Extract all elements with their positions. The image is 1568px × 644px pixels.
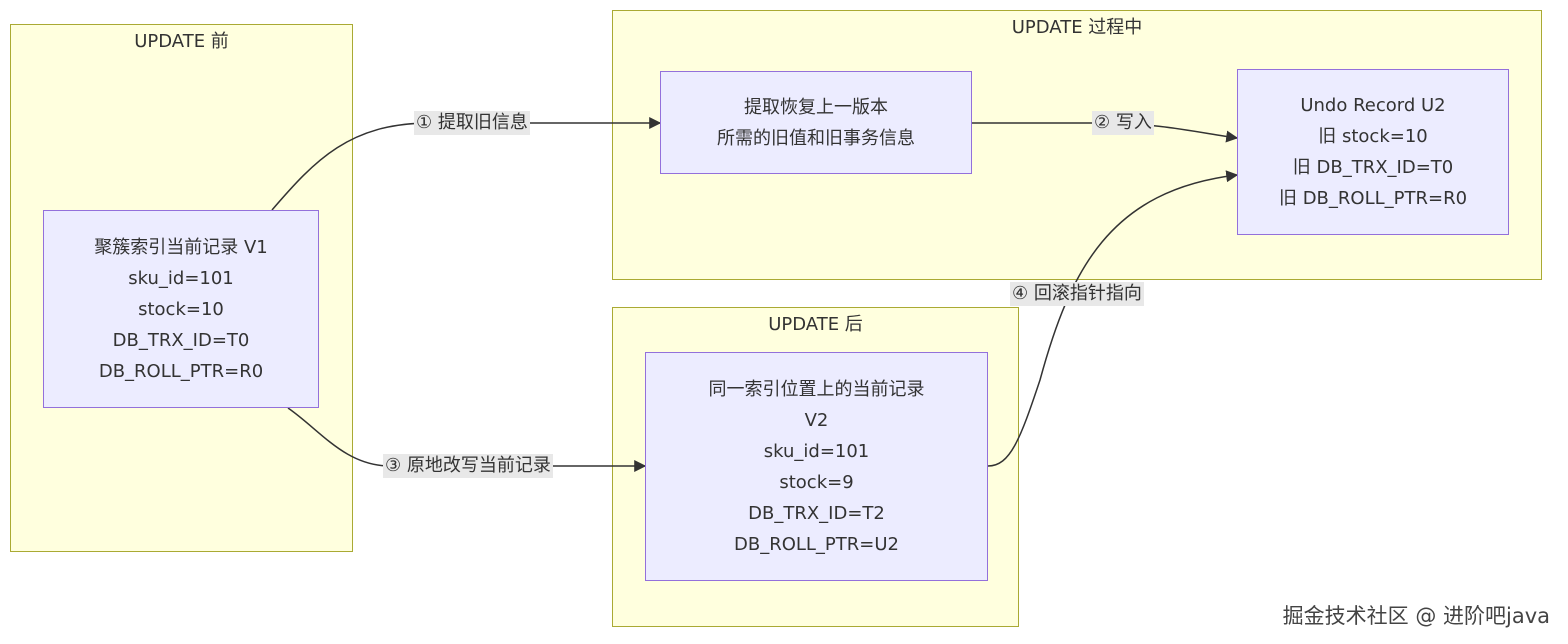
node-new-record-text: 同一索引位置上的当前记录 V2 sku_id=101 stock=9 DB_TR… (709, 374, 925, 560)
node-line: sku_id=101 (763, 440, 870, 462)
edge-label-extract-old-info: ① 提取旧信息 (414, 111, 530, 135)
node-line: 旧 stock=10 (1318, 126, 1428, 147)
node-line: 旧 DB_ROLL_PTR=R0 (1278, 188, 1468, 209)
node-line: 聚簇索引当前记录 V1 (94, 236, 268, 258)
edge-extract-old-info (271, 117, 662, 211)
edge-label-rollback-pointer: ④ 回滚指针指向 (1010, 282, 1144, 306)
watermark: 掘金技术社区 @ 进阶吧java (1282, 604, 1550, 628)
node-line: 提取恢复上一版本 (744, 96, 888, 118)
node-extract-values-text: 提取恢复上一版本 所需的旧值和旧事务信息 (717, 92, 915, 154)
subgraph-title-after: UPDATE 后 (768, 314, 863, 335)
node-line: sku_id=101 (128, 267, 234, 289)
node-clustered-record-text: 聚簇索引当前记录 V1 sku_id=101 stock=10 DB_TRX_I… (94, 232, 268, 387)
edge-label-write: ② 写入 (1092, 111, 1154, 135)
node-line: 同一索引位置上的当前记录 (708, 378, 925, 400)
node-undo-record-text: Undo Record U2 旧 stock=10 旧 DB_TRX_ID=T0… (1279, 90, 1467, 214)
subgraph-title-during: UPDATE 过程中 (1011, 17, 1143, 38)
node-line: DB_TRX_ID=T0 (112, 329, 250, 351)
node-line: stock=10 (138, 298, 224, 320)
edge-rollback-pointer (987, 170, 1239, 467)
node-line: stock=9 (779, 471, 854, 493)
node-clustered-record-v1: 聚簇索引当前记录 V1 sku_id=101 stock=10 DB_TRX_I… (43, 210, 319, 408)
node-new-record-v2: 同一索引位置上的当前记录 V2 sku_id=101 stock=9 DB_TR… (645, 352, 988, 581)
node-line: 所需的旧值和旧事务信息 (717, 127, 915, 149)
node-line: DB_TRX_ID=T2 (748, 502, 885, 524)
node-line: Undo Record U2 (1300, 95, 1446, 116)
node-line: 旧 DB_TRX_ID=T0 (1292, 157, 1454, 178)
subgraph-title-before: UPDATE 前 (134, 31, 229, 52)
node-undo-record-u2: Undo Record U2 旧 stock=10 旧 DB_TRX_ID=T0… (1237, 69, 1509, 235)
node-line: DB_ROLL_PTR=R0 (98, 360, 264, 382)
node-extract-values: 提取恢复上一版本 所需的旧值和旧事务信息 (660, 71, 972, 174)
edge-label-rewrite-in-place: ③ 原地改写当前记录 (383, 454, 553, 478)
node-line: V2 (804, 409, 829, 431)
node-line: DB_ROLL_PTR=U2 (733, 533, 899, 555)
